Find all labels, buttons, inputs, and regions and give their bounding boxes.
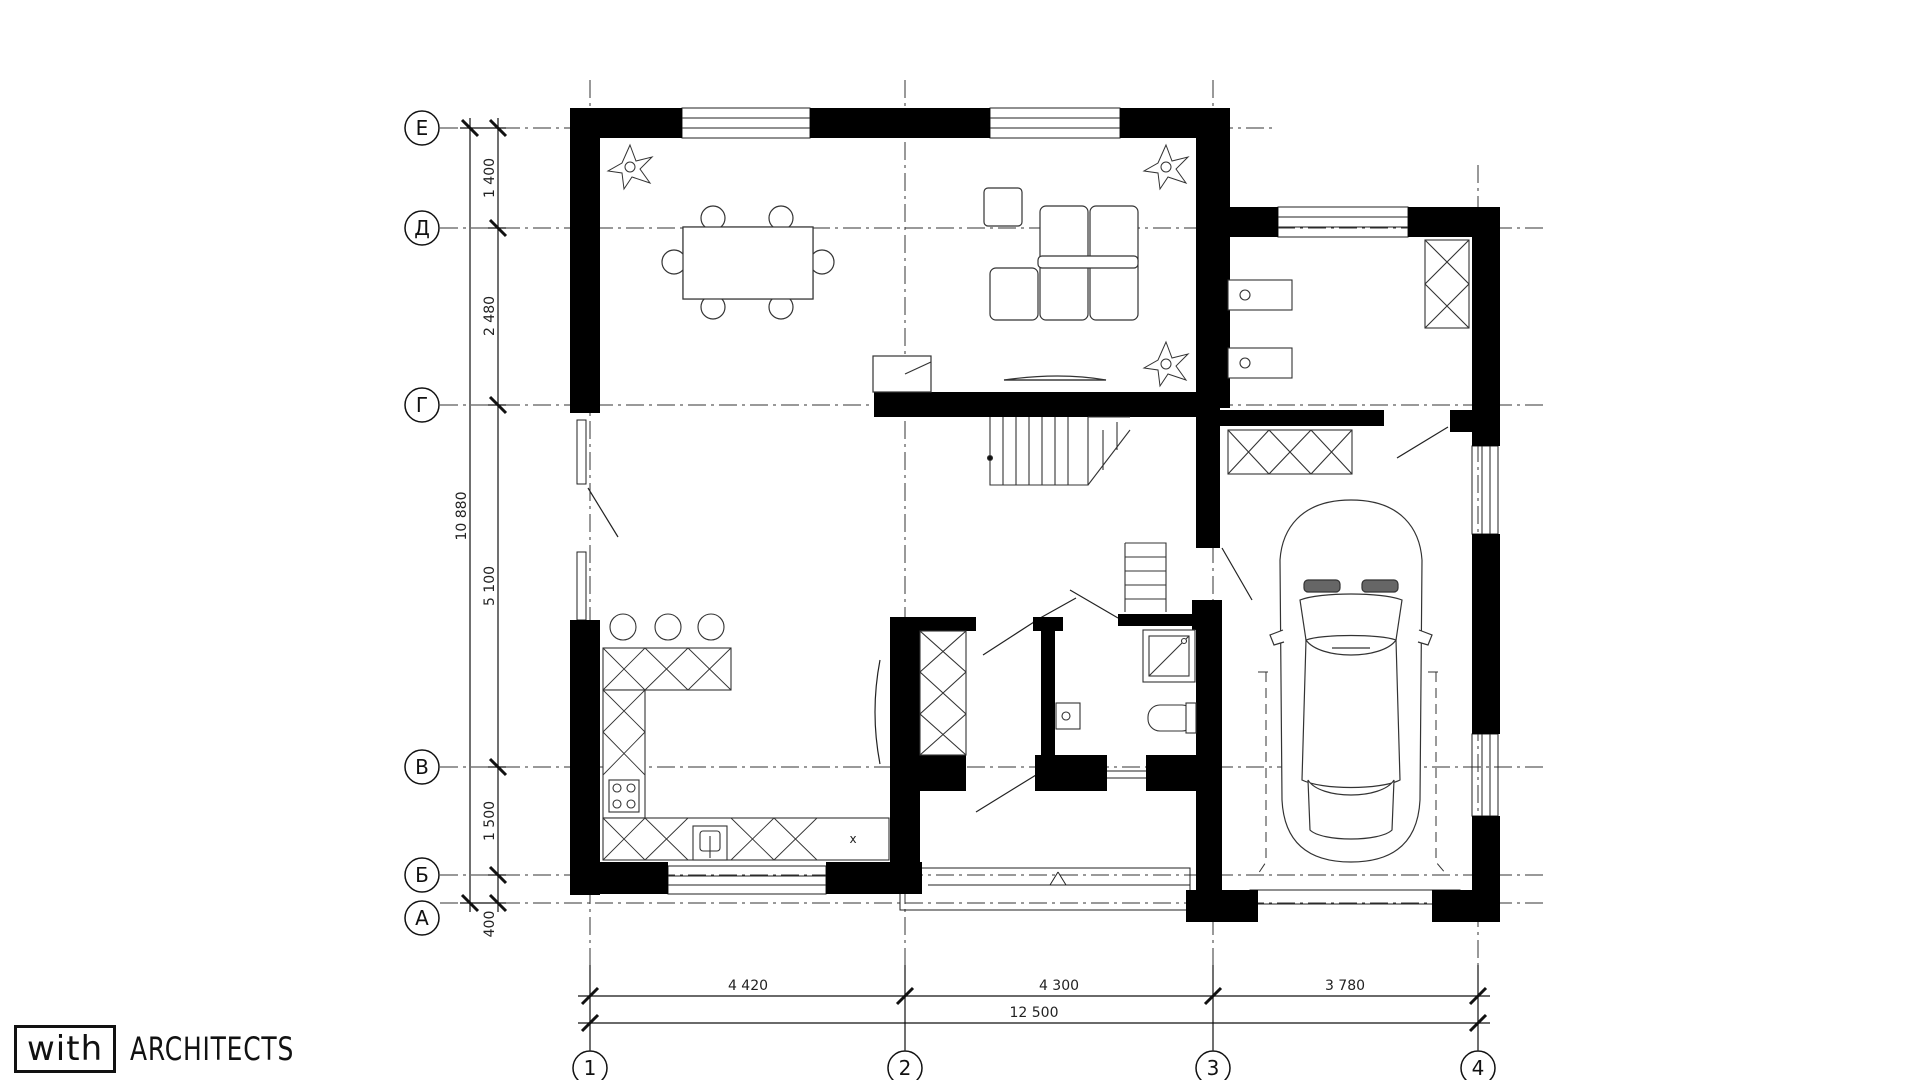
terrace-outline	[899, 867, 1461, 911]
sofa-set	[983, 187, 1139, 321]
dining-set	[661, 205, 835, 320]
dim-seg-4300: 4 300	[1039, 978, 1079, 994]
staircase	[986, 416, 1167, 612]
kitchen-counters	[602, 613, 890, 861]
utility-fixtures	[1227, 279, 1293, 379]
vertical-dimension-lines	[460, 118, 508, 913]
dim-overall-vertical: 10 880	[454, 492, 470, 541]
horizontal-dimension-lines	[578, 965, 1490, 1050]
fireplace	[872, 355, 1107, 393]
logo-text: ARCHITECTS	[130, 1030, 295, 1068]
door-swings	[587, 426, 1449, 813]
dim-seg-1400: 1 400	[482, 158, 498, 198]
architects-logo: with ARCHITECTS	[14, 1025, 340, 1073]
kitchen-mark: x	[849, 832, 856, 846]
dim-seg-400: 400	[482, 911, 498, 938]
row-axis-E: Е	[416, 116, 429, 140]
dim-seg-2480: 2 480	[482, 296, 498, 336]
dim-seg-3780: 3 780	[1325, 978, 1365, 994]
col-axis-4: 4	[1472, 1056, 1485, 1080]
col-axis-2: 2	[899, 1056, 912, 1080]
bathroom-fixtures	[1055, 629, 1197, 734]
dim-seg-5100: 5 100	[482, 566, 498, 606]
row-axis-G: Г	[416, 393, 428, 417]
row-axis-B: Б	[415, 863, 429, 887]
row-axis-A: А	[415, 906, 429, 930]
dim-seg-4420: 4 420	[728, 978, 768, 994]
garage-car	[1269, 499, 1433, 863]
col-axis-3: 3	[1207, 1056, 1220, 1080]
dim-seg-1500: 1 500	[482, 801, 498, 841]
col-axis-1: 1	[584, 1056, 597, 1080]
wardrobe-cabinets	[919, 239, 1470, 756]
garage-door-outline	[1257, 671, 1447, 875]
dim-overall-horizontal: 12 500	[1010, 1005, 1059, 1021]
logo-boxed-word: with	[14, 1025, 117, 1073]
row-axis-V: В	[415, 755, 429, 779]
row-axis-D: Д	[414, 216, 430, 240]
walls	[570, 108, 1500, 922]
plant-icons	[606, 143, 1190, 388]
row-axis-markers: Е Д Г В Б А	[404, 110, 440, 936]
col-axis-markers: 1 2 3 4	[572, 1050, 1496, 1080]
